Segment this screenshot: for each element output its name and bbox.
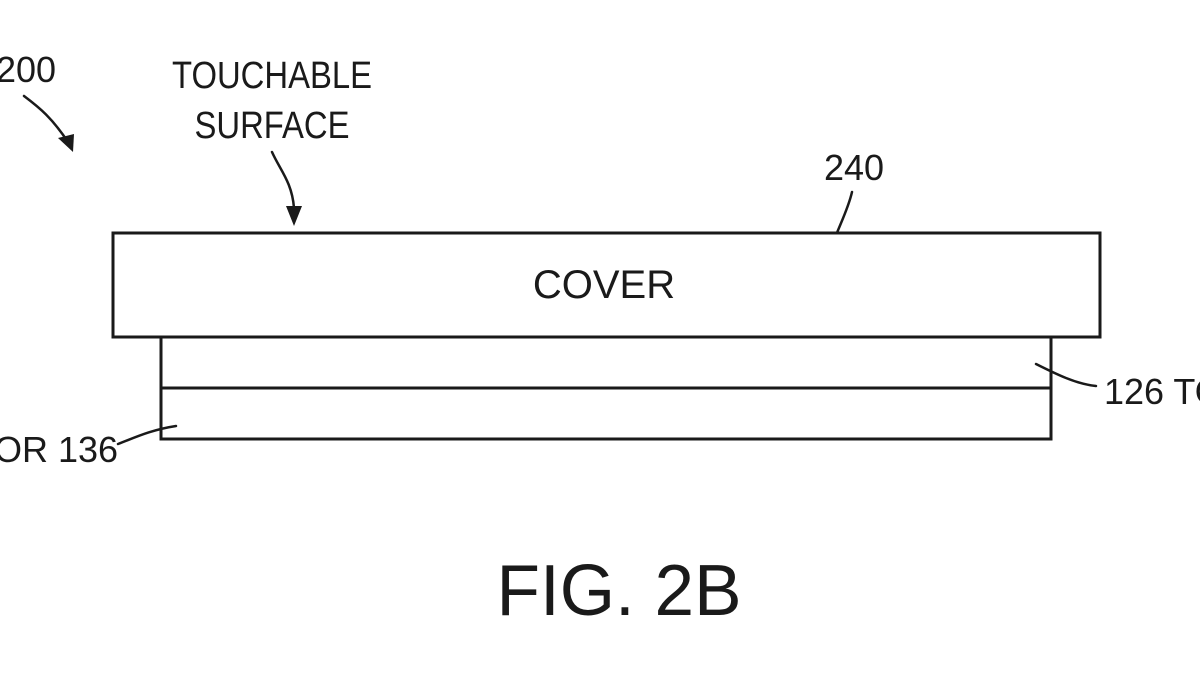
ref-126-label: 126 TO [1104,371,1200,412]
ref-200-arrow-leader [22,94,70,144]
touchable-surface-arrowhead [286,206,302,226]
ref-126-leader [1034,362,1098,388]
touchable-surface-label-line1: TOUCHABLE [172,55,372,97]
cover-label: COVER [533,263,675,307]
ref-240-label: 240 [824,147,884,188]
ref-200-label: 200 [0,49,56,90]
touchable-surface-label-line2: SURFACE [195,105,350,147]
figure-caption: FIG. 2B [497,551,742,631]
touchable-surface-arrow-leader [270,150,296,210]
ref-200-arrowhead [58,134,74,152]
upper-sublayer [159,335,1053,390]
ref-136-leader [116,424,178,446]
ref-136-label: OR 136 [0,429,118,470]
lower-sublayer [159,386,1053,441]
